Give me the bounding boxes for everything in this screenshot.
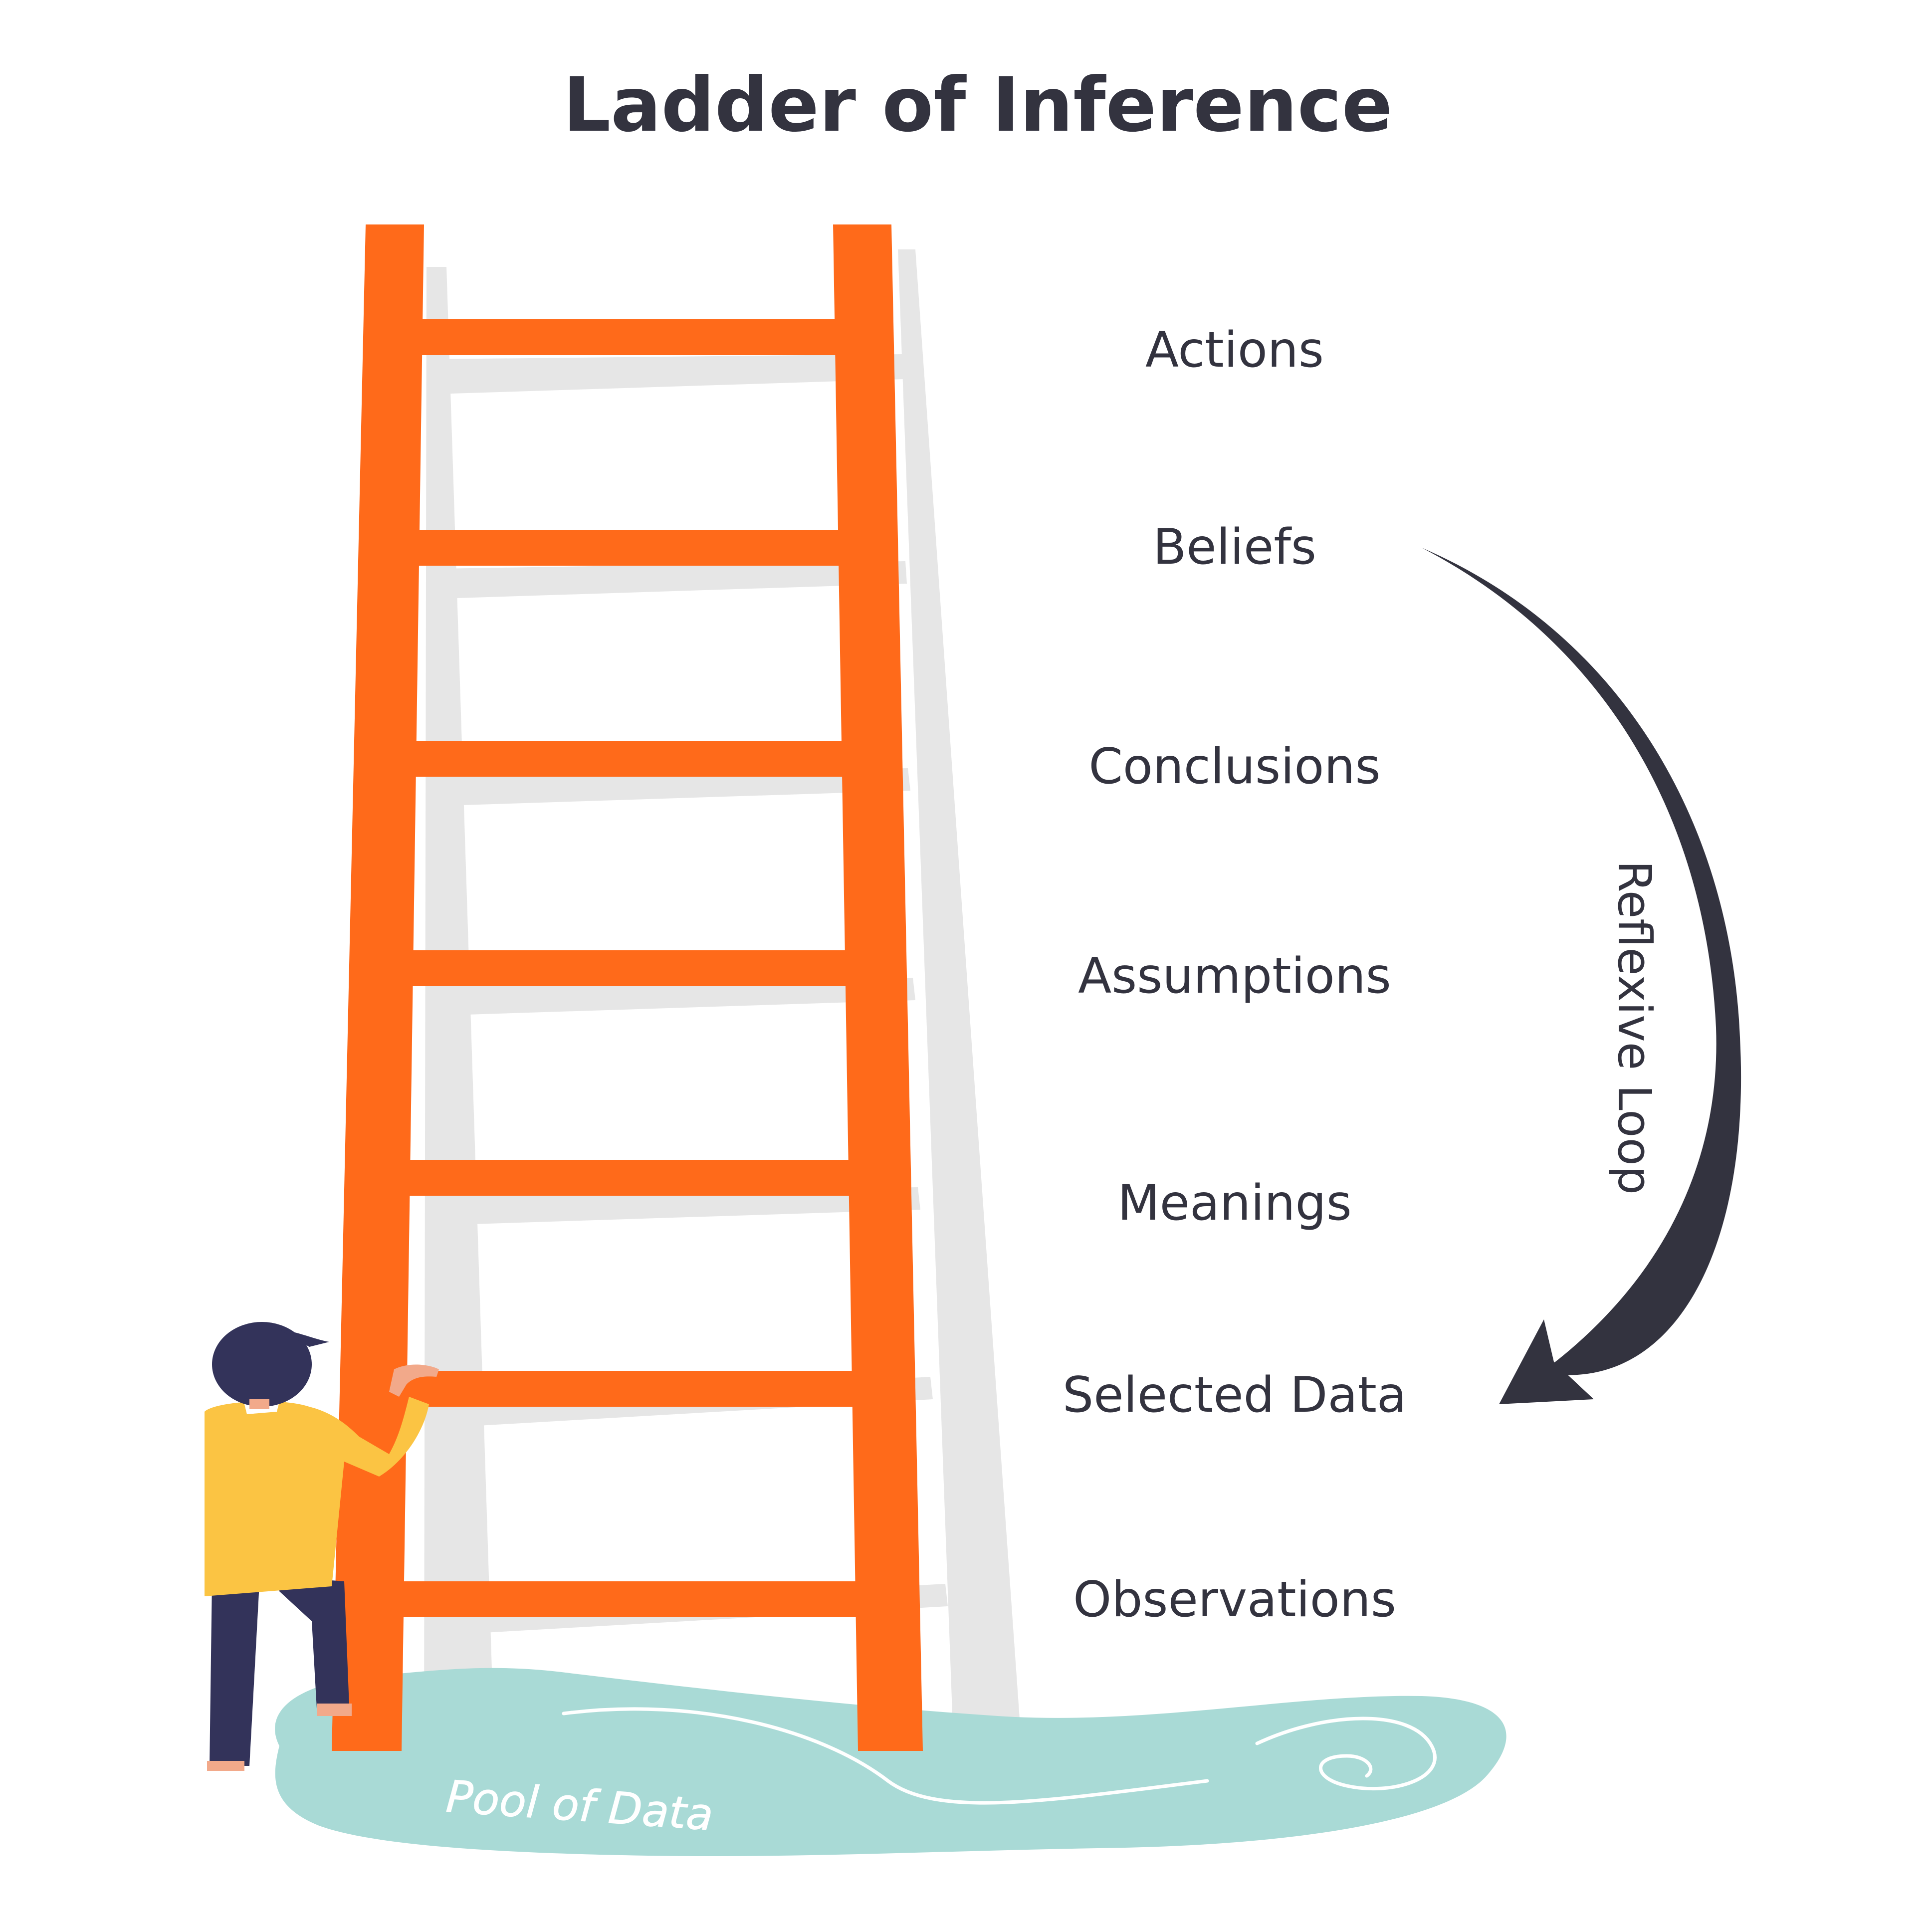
person-shirt bbox=[205, 1397, 429, 1596]
loop-arrowhead-icon bbox=[1499, 1319, 1594, 1404]
ladder-right-rail bbox=[833, 224, 923, 1751]
ladder-shadow-rung-5 bbox=[454, 1187, 920, 1225]
ladder-shadow-rung-1 bbox=[434, 354, 904, 394]
person-front-leg bbox=[279, 1576, 349, 1709]
pool-of-data: Pool of Data bbox=[275, 1668, 1506, 1857]
rung-label-assumptions: Assumptions bbox=[1078, 948, 1391, 1005]
person-front-shoe bbox=[317, 1704, 352, 1716]
ladder-rung-1 bbox=[414, 319, 843, 355]
ladder-rung-2 bbox=[412, 530, 846, 566]
page-title: Ladder of Inference bbox=[563, 62, 1393, 149]
person-hand bbox=[389, 1364, 439, 1397]
ladder-shadow-right-rail bbox=[898, 249, 1020, 1726]
reflexive-loop-arrow: Reflexive Loop bbox=[1422, 548, 1741, 1404]
pool-ripple-2 bbox=[1255, 1717, 1437, 1791]
person-back-shoe bbox=[207, 1761, 244, 1771]
loop-arc bbox=[1422, 548, 1741, 1375]
rung-label-conclusions: Conclusions bbox=[1088, 738, 1380, 795]
person-hair-tuft bbox=[279, 1329, 329, 1347]
rung-labels: Actions Beliefs Conclusions Assumptions … bbox=[1063, 322, 1407, 1628]
rung-label-meanings: Meanings bbox=[1117, 1175, 1352, 1232]
ladder-rung-6 bbox=[394, 1371, 856, 1407]
ladder-shadow-rung-3 bbox=[444, 768, 910, 806]
ladder-rung-4 bbox=[404, 950, 851, 986]
rung-label-observations: Observations bbox=[1073, 1571, 1396, 1628]
person-figure bbox=[205, 1322, 439, 1771]
ladder-shadow bbox=[424, 249, 1020, 1731]
rung-label-beliefs: Beliefs bbox=[1153, 519, 1316, 576]
person-back-leg bbox=[210, 1581, 259, 1766]
ladder bbox=[332, 224, 923, 1751]
ladder-rung-3 bbox=[407, 741, 848, 777]
ladder-shadow-rung-4 bbox=[449, 978, 915, 1015]
person-neck bbox=[249, 1399, 269, 1409]
rung-label-actions: Actions bbox=[1145, 322, 1324, 379]
ladder-rung-5 bbox=[399, 1160, 853, 1196]
person-hair bbox=[212, 1322, 312, 1407]
ladder-left-rail bbox=[332, 224, 424, 1751]
pool-shape bbox=[275, 1668, 1506, 1857]
loop-label: Reflexive Loop bbox=[1608, 860, 1661, 1195]
pool-ripple-1 bbox=[562, 1707, 1209, 1805]
rung-label-selected-data: Selected Data bbox=[1063, 1367, 1407, 1424]
ladder-rung-7 bbox=[389, 1581, 858, 1617]
ladder-shadow-rung-2 bbox=[439, 561, 907, 599]
